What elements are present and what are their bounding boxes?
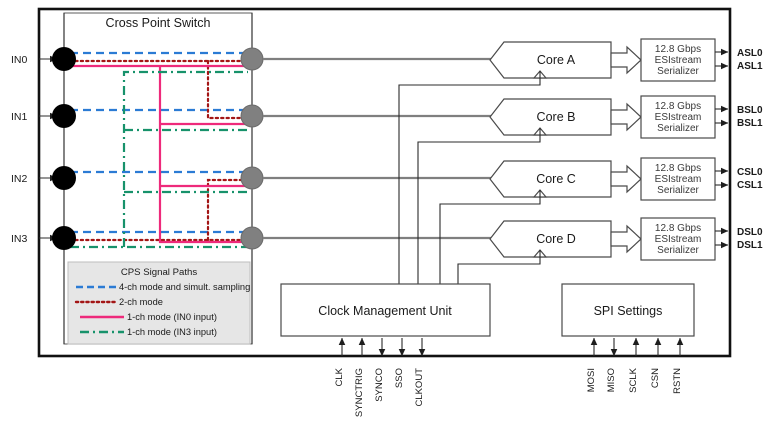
- input-node-in0[interactable]: [52, 47, 76, 71]
- legend-label-1ch-in3: 1-ch mode (IN3 input): [127, 327, 217, 337]
- core-c-label: Core C: [536, 172, 576, 186]
- core-c-to-serializer-arrow: [610, 164, 642, 194]
- path-2ch-in0-b: [206, 59, 250, 120]
- serializer-a-line3: Serializer: [657, 66, 699, 77]
- core-c-block[interactable]: [489, 160, 612, 198]
- core-b-label: Core B: [537, 110, 576, 124]
- input-label-in3: IN3: [11, 233, 28, 245]
- serializer-a-line1: 12.8 Gbps: [655, 44, 701, 55]
- serializer-a-block[interactable]: [640, 38, 716, 82]
- core-a-to-serializer-arrow: [610, 45, 642, 75]
- serializer-d-line3: Serializer: [657, 245, 699, 256]
- serializer-b-line3: Serializer: [657, 123, 699, 134]
- clock-net-core-d: [457, 250, 541, 284]
- input-node-in1[interactable]: [52, 104, 76, 128]
- serializer-c-line3: Serializer: [657, 185, 699, 196]
- path-1ch-in0-trunk: [158, 66, 248, 244]
- pin-label-sso: SSO: [394, 368, 405, 388]
- input-node-in3[interactable]: [52, 226, 76, 250]
- serializer-d-line1: 12.8 Gbps: [655, 223, 701, 234]
- pin-label-synco: SYNCO: [374, 368, 385, 402]
- pin-label-synctrig: SYNCTRIG: [354, 368, 365, 417]
- clock-management-unit-title: Clock Management Unit: [318, 304, 452, 318]
- path-2ch-in3-c: [206, 178, 250, 242]
- core-d-label: Core D: [536, 232, 576, 246]
- output-label-csl1: CSL1: [737, 180, 763, 191]
- legend-label-1ch-in0: 1-ch mode (IN0 input): [127, 312, 217, 322]
- legend-label-4ch: 4-ch mode and simult. sampling: [119, 282, 250, 292]
- serializer-d-block[interactable]: [640, 217, 716, 261]
- core-d-block[interactable]: [489, 220, 612, 258]
- core-a-block[interactable]: [489, 41, 612, 79]
- clock-net-core-b: [417, 128, 541, 284]
- serializer-c-block[interactable]: [640, 157, 716, 201]
- output-node-c[interactable]: [240, 166, 264, 190]
- core-a-label: Core A: [537, 53, 576, 67]
- output-label-dsl0: DSL0: [737, 227, 763, 238]
- serializer-a-line2: ESIstream: [655, 55, 702, 66]
- serializer-b-line1: 12.8 Gbps: [655, 101, 701, 112]
- serializer-d-line2: ESIstream: [655, 234, 702, 245]
- spi-settings-title: SPI Settings: [594, 304, 663, 318]
- serializer-b-line2: ESIstream: [655, 112, 702, 123]
- clock-net-core-a: [398, 71, 541, 284]
- pin-label-sclk: SCLK: [628, 367, 639, 392]
- pin-label-miso: MISO: [606, 368, 617, 392]
- input-node-in2[interactable]: [52, 166, 76, 190]
- input-label-in2: IN2: [11, 173, 28, 185]
- pin-label-mosi: MOSI: [586, 368, 597, 392]
- spi-settings-block[interactable]: [561, 283, 695, 337]
- legend-label-2ch: 2-ch mode: [119, 297, 163, 307]
- output-node-a[interactable]: [240, 47, 264, 71]
- output-node-d[interactable]: [240, 226, 264, 250]
- output-label-bsl0: BSL0: [737, 105, 763, 116]
- core-b-to-serializer-arrow: [610, 102, 642, 132]
- clock-net-core-c: [439, 190, 541, 284]
- pin-label-clkout: CLKOUT: [414, 368, 425, 407]
- output-node-b[interactable]: [240, 104, 264, 128]
- serializer-c-line2: ESIstream: [655, 174, 702, 185]
- pin-label-csn: CSN: [650, 368, 661, 388]
- output-label-asl1: ASL1: [737, 61, 763, 72]
- input-label-in1: IN1: [11, 111, 28, 123]
- legend-title: CPS Signal Paths: [121, 267, 197, 278]
- path-1ch-in3-trunk: [122, 70, 248, 247]
- cross-point-switch-title: Cross Point Switch: [106, 16, 211, 30]
- pin-label-clk: CLK: [334, 367, 345, 386]
- pin-label-rstn: RSTN: [672, 368, 683, 394]
- output-label-dsl1: DSL1: [737, 240, 763, 251]
- output-label-csl0: CSL0: [737, 167, 763, 178]
- core-d-to-serializer-arrow: [610, 224, 642, 254]
- input-label-in0: IN0: [11, 54, 28, 66]
- output-label-bsl1: BSL1: [737, 118, 763, 129]
- core-b-block[interactable]: [489, 98, 612, 136]
- output-label-asl0: ASL0: [737, 48, 763, 59]
- serializer-c-line1: 12.8 Gbps: [655, 163, 701, 174]
- serializer-b-block[interactable]: [640, 95, 716, 139]
- clock-management-unit-block[interactable]: [280, 283, 491, 337]
